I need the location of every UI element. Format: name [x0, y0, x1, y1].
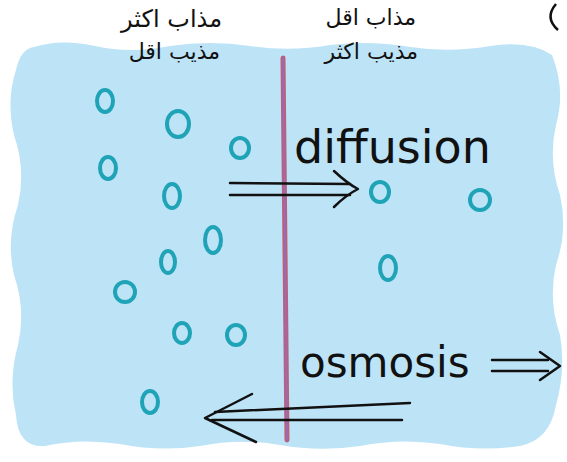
- process-label: diffusion: [294, 122, 491, 173]
- corner-mark: [550, 4, 558, 30]
- region-note: مذاب اكثر: [121, 6, 222, 32]
- diffusion-arrow: [230, 171, 358, 207]
- membrane: [283, 58, 287, 440]
- region-note: مذيب اقل: [129, 40, 220, 64]
- region-note: مذاب اقل: [326, 6, 416, 30]
- solution-background: [10, 42, 563, 448]
- process-label: osmosis: [300, 340, 470, 386]
- double-arrow: [492, 352, 560, 380]
- region-note: مذيب اكثر: [325, 40, 418, 64]
- solute-particles: [97, 90, 490, 413]
- osmosis-arrow: [205, 394, 410, 442]
